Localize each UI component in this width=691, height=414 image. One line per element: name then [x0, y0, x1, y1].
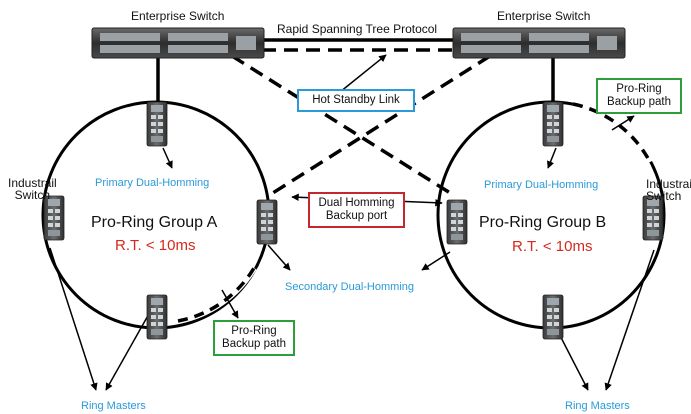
industrial-switch-icon — [146, 294, 168, 340]
recovery-time-a: R.T. < 10ms — [115, 237, 196, 254]
industrial-switch-icon — [146, 101, 168, 147]
enterprise-switch-right-label: Enterprise Switch — [497, 9, 591, 23]
enterprise-switch-icon — [452, 27, 626, 59]
ring-masters-left-label: Ring Masters — [81, 400, 146, 412]
industrial-switch-right-label: Industrail Switch — [646, 178, 691, 202]
rstp-label: Rapid Spanning Tree Protocol — [277, 22, 438, 36]
industrial-switch-icon — [446, 199, 468, 245]
primary-dual-homing-left-label: Primary Dual-Homming — [95, 177, 210, 189]
secondary-dual-homing-label: Secondary Dual-Homming — [285, 281, 414, 293]
pro-ring-group-a-label: Pro-Ring Group A — [91, 214, 218, 231]
enterprise-switch-icon — [91, 27, 265, 59]
recovery-time-b: R.T. < 10ms — [512, 238, 593, 255]
ring-masters-right-label: Ring Masters — [565, 400, 630, 412]
pro-ring-group-b-label: Pro-Ring Group B — [479, 214, 607, 231]
industrial-switch-icon — [642, 195, 664, 241]
primary-dual-homing-right-label: Primary Dual-Homming — [484, 179, 599, 191]
industrial-switch-icon — [256, 199, 278, 245]
industrial-switch-left-label: Industrail Switch — [8, 176, 57, 202]
dual-homing-backup-port-box: Dual Homming Backup port — [308, 192, 405, 228]
backup-path-right-box: Pro-Ring Backup path — [596, 78, 682, 114]
enterprise-switch-left-label: Enterprise Switch — [131, 9, 225, 23]
industrial-switch-icon — [43, 195, 65, 241]
industrial-switch-icon — [542, 294, 564, 340]
backup-path-left-box: Pro-Ring Backup path — [213, 320, 295, 356]
hot-standby-box: Hot Standby Link — [297, 89, 415, 112]
industrial-switch-icon — [542, 101, 564, 147]
